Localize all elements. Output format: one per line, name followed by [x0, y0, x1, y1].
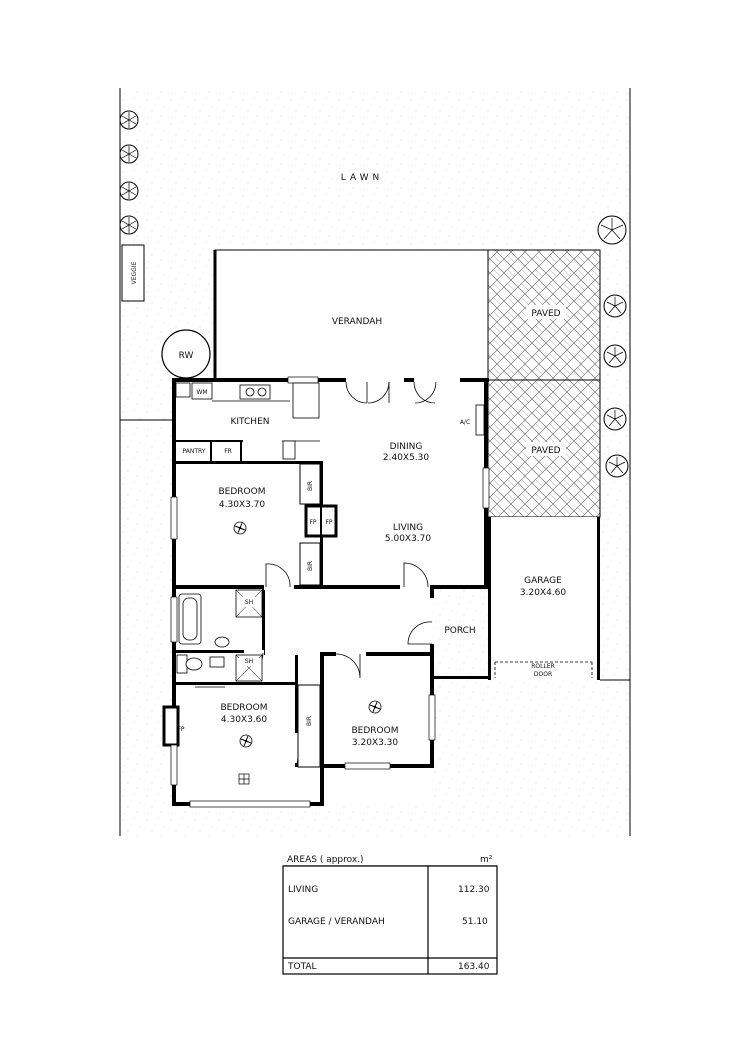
shrub-icon — [119, 144, 139, 164]
areas-table: AREAS ( approx.) m² LIVING 112.30 GARAGE… — [282, 855, 498, 975]
bedroom2-name: BEDROOM — [221, 703, 268, 713]
house: FP — [162, 376, 600, 808]
fireplace-bump — [162, 705, 180, 747]
veggie-label: VEGGIE — [131, 261, 138, 284]
roller-door-label-2: DOOR — [534, 671, 552, 678]
robe-1 — [299, 463, 321, 505]
shrub-icon — [119, 215, 139, 235]
bir1-label: BIR — [307, 481, 314, 491]
fp-label: FP — [177, 726, 184, 733]
fr-label: FR — [224, 448, 232, 455]
garage-size: 3.20X4.60 — [520, 588, 567, 598]
bedroom1-name: BEDROOM — [219, 487, 266, 497]
dining-name: DINING — [390, 442, 423, 452]
porch-label: PORCH — [444, 626, 475, 636]
windows — [170, 376, 490, 808]
bedroom2-size: 4.30X3.60 — [221, 715, 268, 725]
kitchen-label: KITCHEN — [231, 417, 270, 427]
areas-row-value: 51.10 — [462, 917, 488, 927]
ceiling-fan-icon — [239, 734, 253, 748]
ceiling-fan-icon — [233, 521, 247, 535]
bedroom3-size: 3.20X3.30 — [352, 738, 399, 748]
areas-table-unit: m² — [480, 855, 493, 865]
bir3-label: BIR — [306, 716, 313, 726]
robe-2 — [299, 542, 321, 586]
light-icon — [238, 773, 250, 785]
tree-icon — [603, 407, 627, 431]
veggie-patch — [121, 244, 145, 302]
tree-icon — [597, 215, 627, 245]
areas-total-value: 163.40 — [458, 962, 490, 972]
kitchen-fixtures — [175, 382, 485, 460]
tree-icon — [603, 294, 627, 318]
bir2-label: BIR — [307, 561, 314, 571]
ceiling-fan-icon — [368, 700, 382, 714]
ac-label: A/C — [460, 419, 470, 426]
areas-total-label: TOTAL — [287, 962, 317, 972]
rw-label: RW — [179, 351, 194, 361]
dining-doors — [345, 376, 460, 404]
bedroom1-size: 4.30X3.70 — [219, 500, 266, 510]
garage-name: GARAGE — [524, 576, 562, 586]
verandah-area — [214, 249, 489, 381]
tree-icon — [605, 454, 629, 478]
dining-size: 2.40X5.30 — [383, 453, 430, 463]
roller-door-label-1: ROLLER — [531, 663, 555, 670]
areas-row-label: LIVING — [288, 885, 318, 895]
living-name: LIVING — [393, 523, 423, 533]
shrub-icon — [119, 110, 139, 130]
lawn-label: LAWN — [341, 173, 384, 183]
living-size: 5.00X3.70 — [385, 534, 432, 544]
sh1-label: SH — [245, 599, 253, 606]
robe-3 — [297, 684, 321, 768]
paved-label-lower: PAVED — [531, 446, 560, 456]
verandah-label: VERANDAH — [332, 317, 382, 327]
shrub-icon — [119, 181, 139, 201]
areas-row-label: GARAGE / VERANDAH — [288, 917, 385, 927]
areas-table-title: AREAS ( approx.) — [287, 855, 364, 865]
fp2-label: FP — [325, 519, 332, 526]
pantry-label: PANTRY — [183, 448, 206, 455]
paved-label-upper: PAVED — [531, 309, 560, 319]
bedroom3-name: BEDROOM — [352, 726, 399, 736]
wm-label: WM — [196, 389, 207, 396]
bathroom-fixtures — [176, 589, 263, 688]
sh2-label: SH — [245, 658, 253, 665]
areas-row-value: 112.30 — [458, 885, 490, 895]
tree-icon — [603, 344, 627, 368]
paved-area-lower — [487, 379, 601, 518]
fp1-label: FP — [309, 519, 316, 526]
